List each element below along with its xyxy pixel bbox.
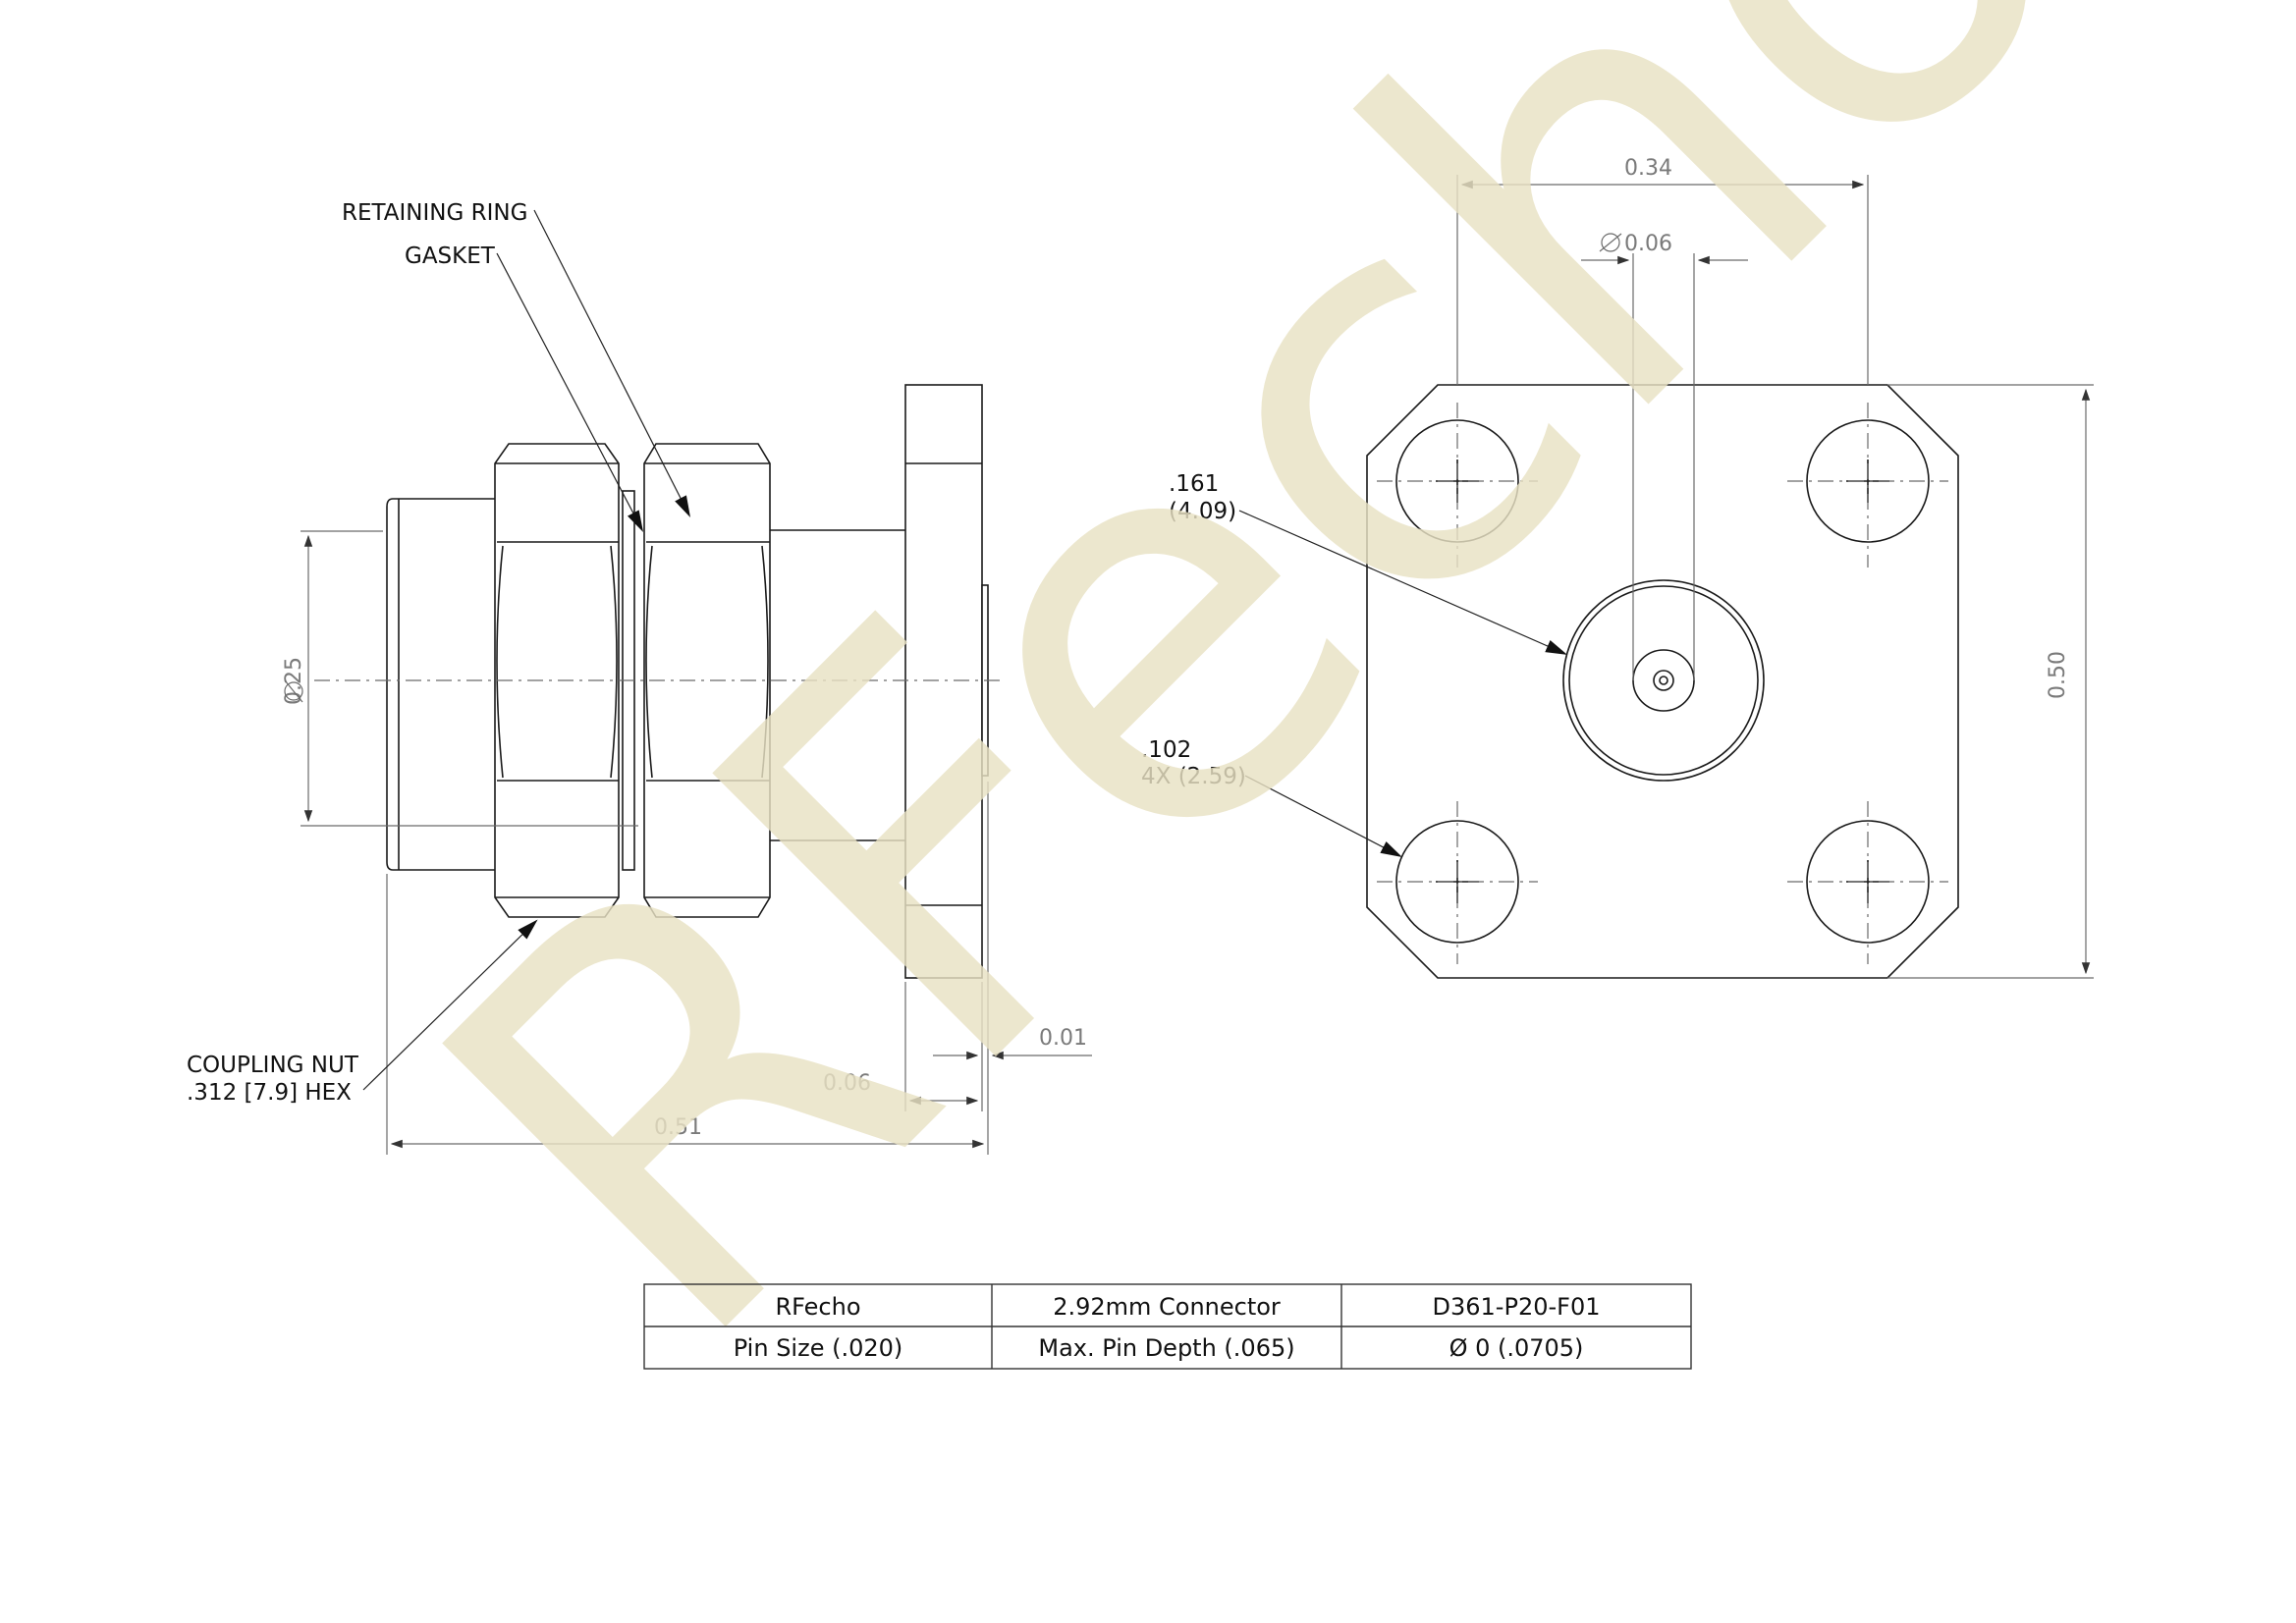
- title-pin-size: Pin Size (.020): [734, 1334, 903, 1362]
- title-diameter: Ø 0 (.0705): [1449, 1334, 1584, 1362]
- title-part-number: D361-P20-F01: [1433, 1293, 1601, 1321]
- retaining-ring-label: RETAINING RING: [342, 200, 527, 226]
- title-block: RFecho 2.92mm Connector D361-P20-F01 Pin…: [643, 1283, 1692, 1370]
- dim-diameter-006: 0.06: [1624, 232, 1672, 256]
- front-leaders: [1238, 510, 1568, 858]
- side-leaders: [362, 209, 690, 1091]
- dim-len-051: 0.51: [654, 1115, 702, 1140]
- gasket-label: GASKET: [405, 243, 496, 269]
- hole-corner-size-label: .102: [1141, 737, 1191, 763]
- dim-len-001: 0.01: [1039, 1026, 1087, 1051]
- dim-height-050: 0.50: [2046, 651, 2070, 699]
- coupling-nut-label: COUPLING NUT: [187, 1053, 359, 1078]
- hole-center-metric-label: (4.09): [1169, 499, 1236, 524]
- title-pin-depth: Max. Pin Depth (.065): [1038, 1334, 1294, 1362]
- front-dimensions: [1456, 175, 2094, 979]
- coupling-nut-hex-label: .312 [7.9] HEX: [187, 1080, 352, 1106]
- front-view: [1366, 384, 1959, 979]
- side-view: [314, 384, 1002, 979]
- side-dimensions: [301, 530, 1092, 1155]
- dim-width-034: 0.34: [1624, 156, 1672, 181]
- title-company: RFecho: [775, 1293, 860, 1321]
- diameter-symbol-icon: [284, 679, 303, 703]
- hole-corner-metric-label: 4X (2.59): [1141, 764, 1246, 789]
- title-product: 2.92mm Connector: [1053, 1293, 1281, 1321]
- diameter-symbol-icon: [1599, 233, 1622, 252]
- hole-center-size-label: .161: [1169, 471, 1219, 497]
- dim-len-006: 0.06: [823, 1071, 871, 1096]
